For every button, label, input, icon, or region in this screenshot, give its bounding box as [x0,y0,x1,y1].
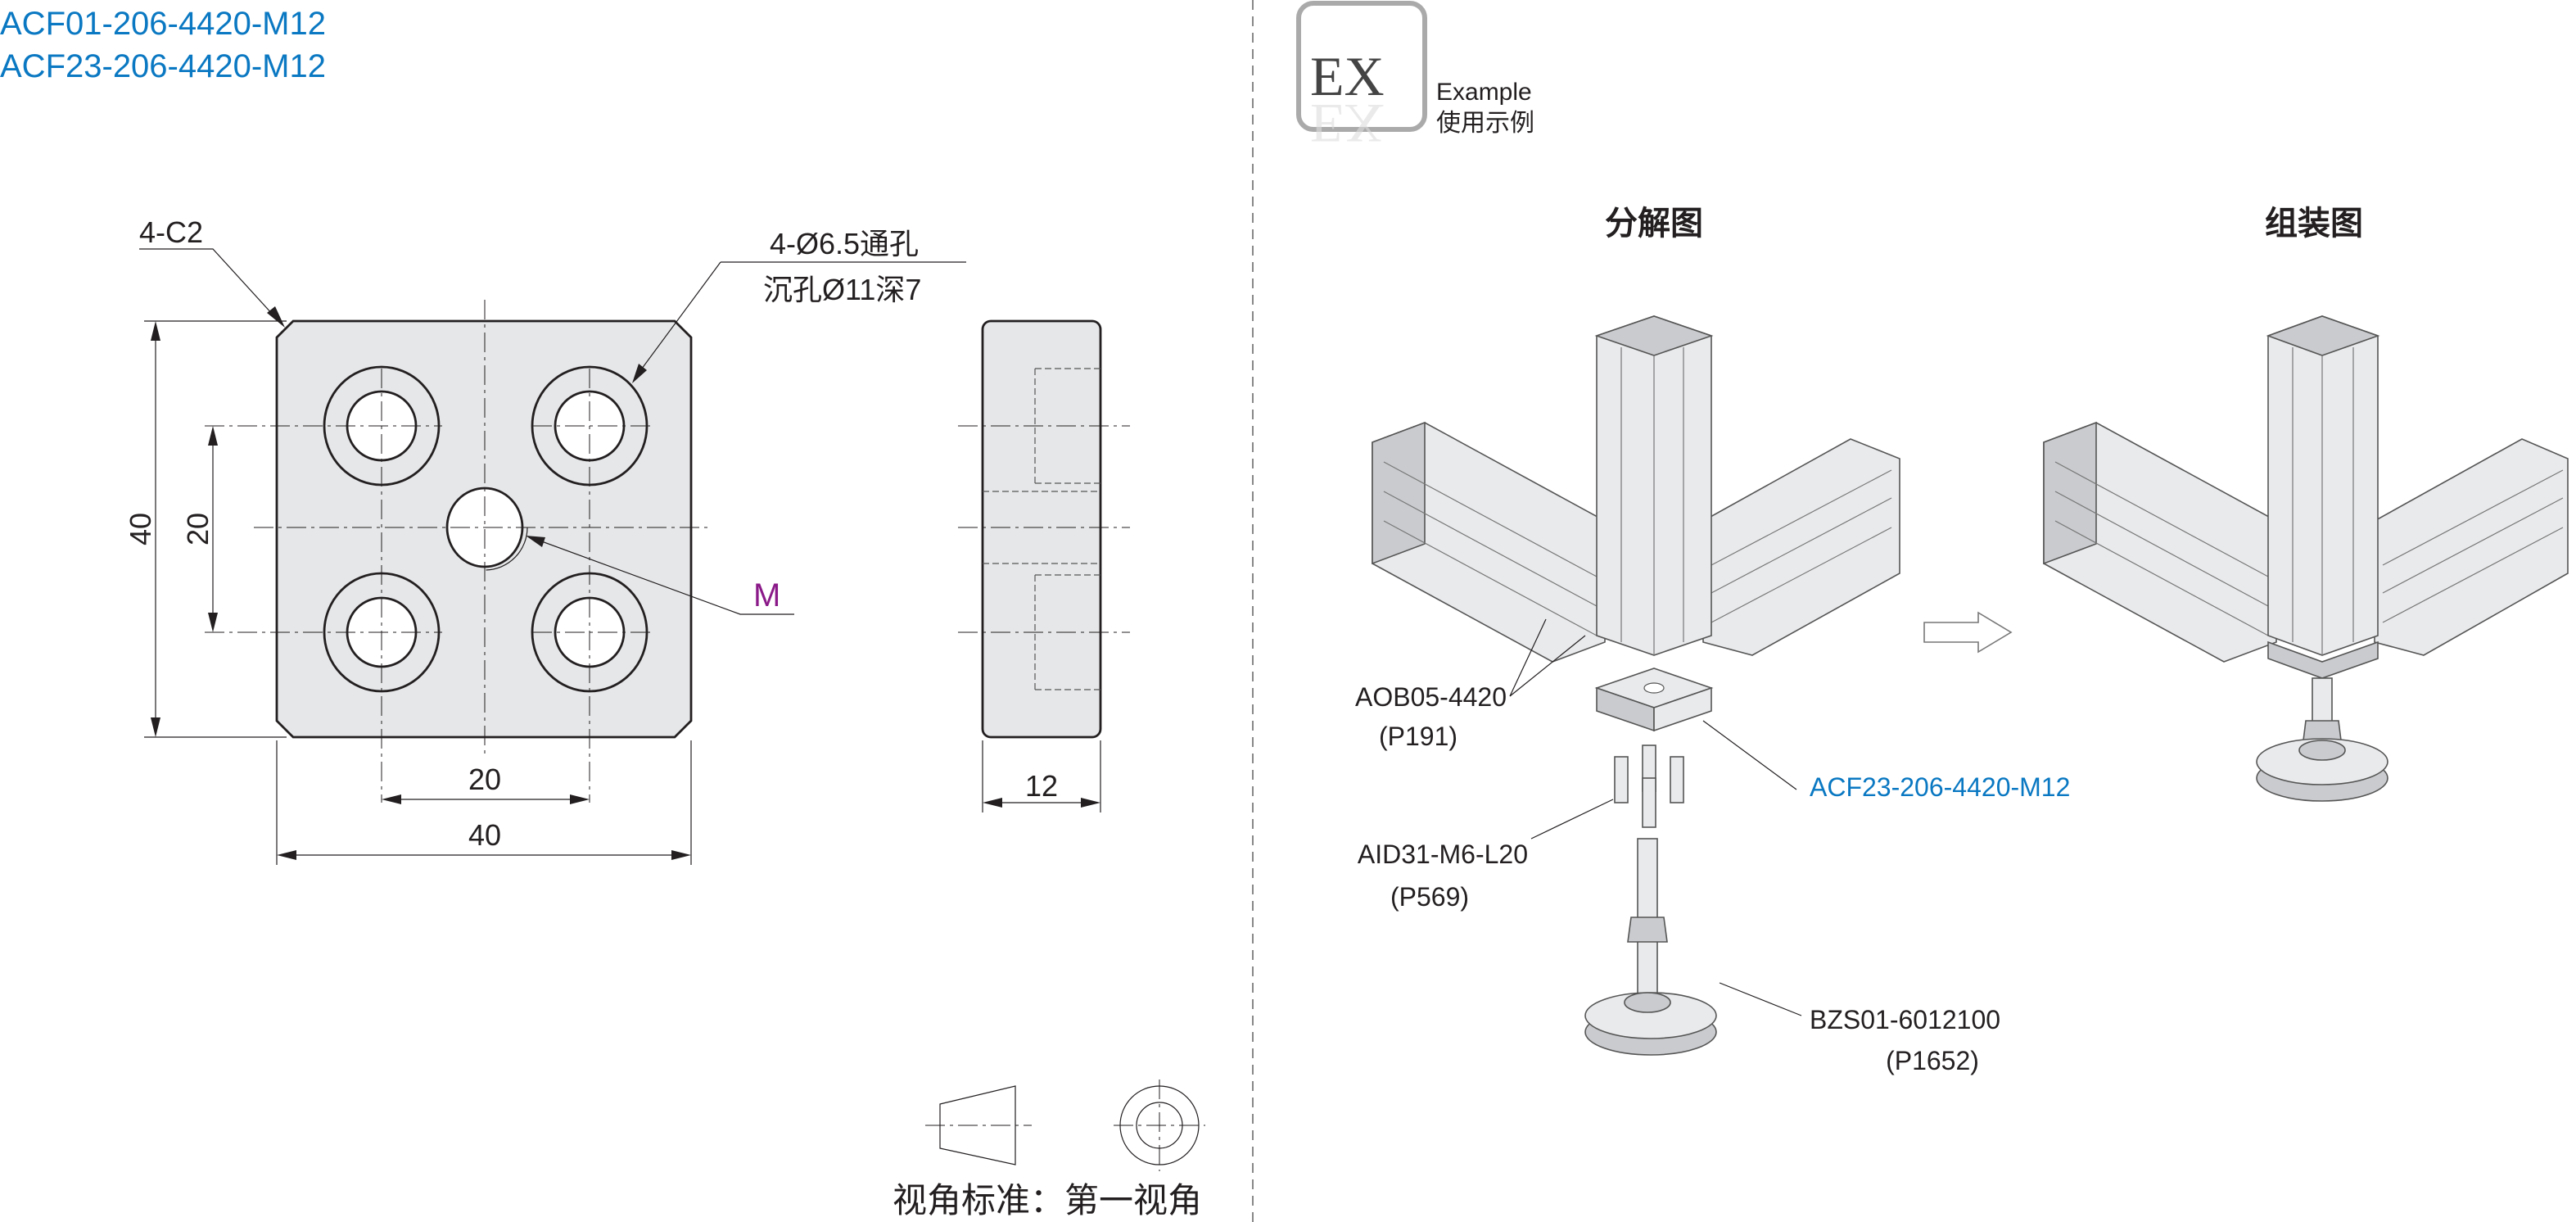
example-icon: EX EX [1296,1,1427,155]
callout-screw: AID31-M6-L20 [1358,840,1528,869]
first-angle-projection-symbol: 视角标准：第一视角 [893,1079,1205,1220]
assembly-arrow [1923,611,2013,654]
exploded-assembly-illustration [1372,315,1900,1056]
part-number-2: ACF23-206-4420-M12 [0,48,326,84]
front-view [205,300,712,803]
dim-thickness: 12 [1025,769,1058,803]
exploded-view-title: 分解图 [1605,206,1703,242]
assembled-illustration [2043,315,2569,802]
example-label-cn: 使用示例 [1436,110,1534,137]
dim-height-pitch: 20 [181,513,215,545]
dim-hole-note-2: 沉孔Ø11深7 [763,273,921,306]
dim-width-pitch: 20 [468,763,501,796]
part-number-1: ACF01-206-4420-M12 [0,6,326,42]
dim-chamfer: 4-C2 [139,215,203,249]
side-view: 12 [958,319,1130,812]
svg-text:EX: EX [1310,45,1385,107]
callout-leaders [1509,618,1802,1016]
assembled-view-title: 组装图 [2265,206,2363,242]
callout-profile-page: (P191) [1379,722,1457,751]
projection-label: 视角标准：第一视角 [893,1181,1202,1220]
callout-screw-page: (P569) [1390,882,1469,912]
dim-thread-label: M [753,577,780,613]
dim-height-total: 40 [124,513,157,545]
dimensions: 40 20 20 40 4-C2 4-Ø6.5通孔 沉孔Ø11深7 M [124,215,966,865]
callout-profile: AOB05-4420 [1355,682,1507,712]
example-label-en: Example [1436,79,1532,106]
dim-width-total: 40 [468,818,501,852]
callout-plate: ACF23-206-4420-M12 [1810,772,2070,802]
callout-foot-page: (P1652) [1886,1046,1979,1075]
svg-text:EX: EX [1310,93,1385,155]
dim-hole-note-1: 4-Ø6.5通孔 [770,227,919,260]
callout-foot: BZS01-6012100 [1810,1005,2000,1034]
